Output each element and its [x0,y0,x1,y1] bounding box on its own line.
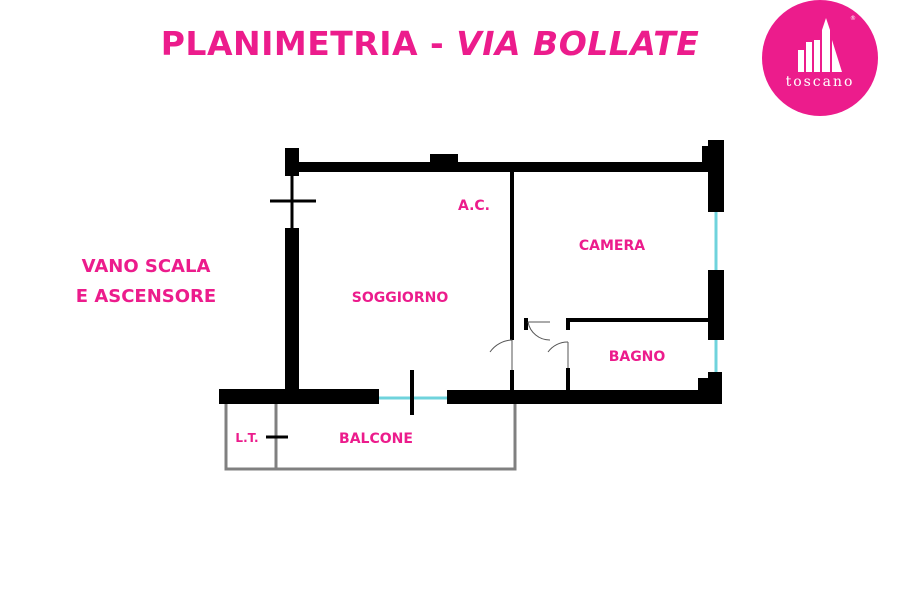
wall-camera-bagno [566,318,712,322]
balcony-outline [224,396,517,471]
label-bagno: BAGNO [609,349,666,365]
logo-buildings-icon [798,18,842,72]
wall-bottom-left [219,389,379,404]
label-ac: A.C. [458,198,490,214]
door-bagno [547,341,569,368]
logo-brand-text: toscano [786,74,855,90]
wall-top-bump [430,154,458,166]
label-stair-line1: VANO SCALA [82,256,211,277]
wall-bottom-right [447,390,722,404]
toscano-logo: toscano ® [762,0,878,116]
wall-right-middle [708,270,724,340]
wall-soggiorno-camera [510,170,514,340]
exterior-walls [219,140,724,415]
wall-hall-stub [524,318,528,330]
label-soggiorno: SOGGIORNO [352,290,449,306]
entrance-door [270,176,316,228]
page-title: PLANIMETRIA - VIA BOLLATE [0,24,860,63]
wall-bagno-corner [566,318,570,330]
label-balcone: BALCONE [339,431,413,447]
interior-walls [510,170,712,392]
pillar-top-right-cap [708,140,724,150]
door-camera [527,321,551,341]
label-camera: CAMERA [579,238,645,254]
pillar-top-left [285,148,299,176]
label-stair-line2: E ASCENSORE [76,286,216,307]
label-lt: L.T. [235,431,258,445]
door-swings [489,321,569,370]
door-soggiorno [489,339,513,370]
title-main: PLANIMETRIA - [160,24,457,63]
wall-top [285,162,723,172]
wall-right-upper [708,160,724,212]
wall-left [285,228,299,390]
wall-soggiorno-lower [510,370,514,392]
title-address: VIA BOLLATE [456,24,700,63]
wall-bagno-lower [566,368,570,392]
window-frame-mark [410,370,414,415]
logo-registered-mark: ® [850,15,856,22]
